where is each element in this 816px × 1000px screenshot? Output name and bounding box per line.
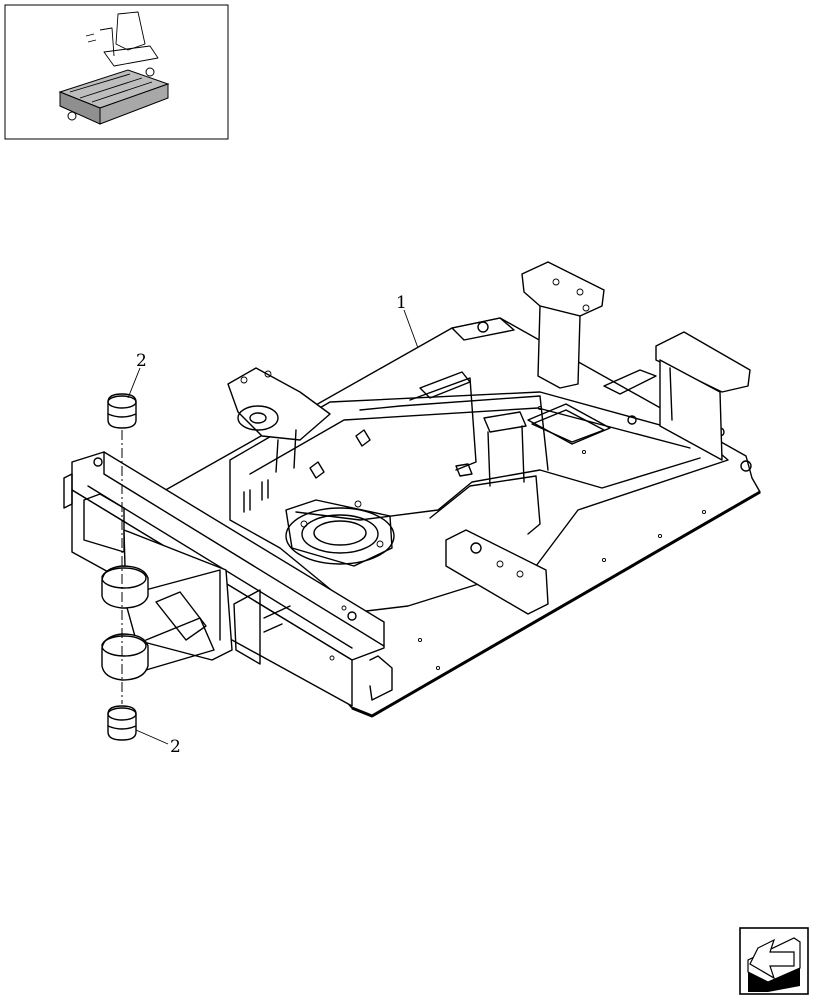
machine-overview-thumbnail[interactable] (4, 4, 229, 140)
next-page-arrow-icon[interactable] (739, 927, 809, 995)
callout-2-upper: 2 (136, 351, 147, 371)
leader-line-2-lower (135, 729, 169, 745)
leader-line-1 (403, 309, 419, 349)
callout-1: 1 (396, 293, 407, 313)
leader-line-2-upper (127, 367, 141, 399)
bushing-upper (107, 393, 137, 429)
callout-2-lower: 2 (170, 737, 181, 757)
bushing-lower (107, 705, 137, 741)
upper-frame-assembly (63, 261, 761, 718)
